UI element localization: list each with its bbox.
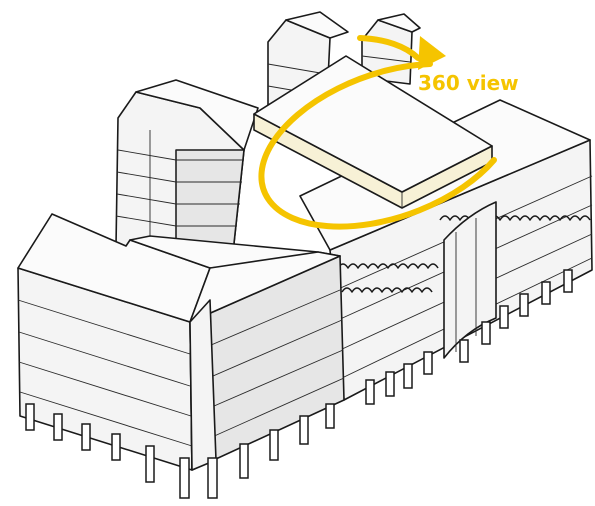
rotation-indicator [258, 35, 497, 230]
rotate-arrow-icon [418, 36, 446, 70]
front-left-block [17, 213, 345, 499]
left-tower [115, 79, 259, 263]
view-360-label[interactable]: 360 view [418, 71, 519, 95]
